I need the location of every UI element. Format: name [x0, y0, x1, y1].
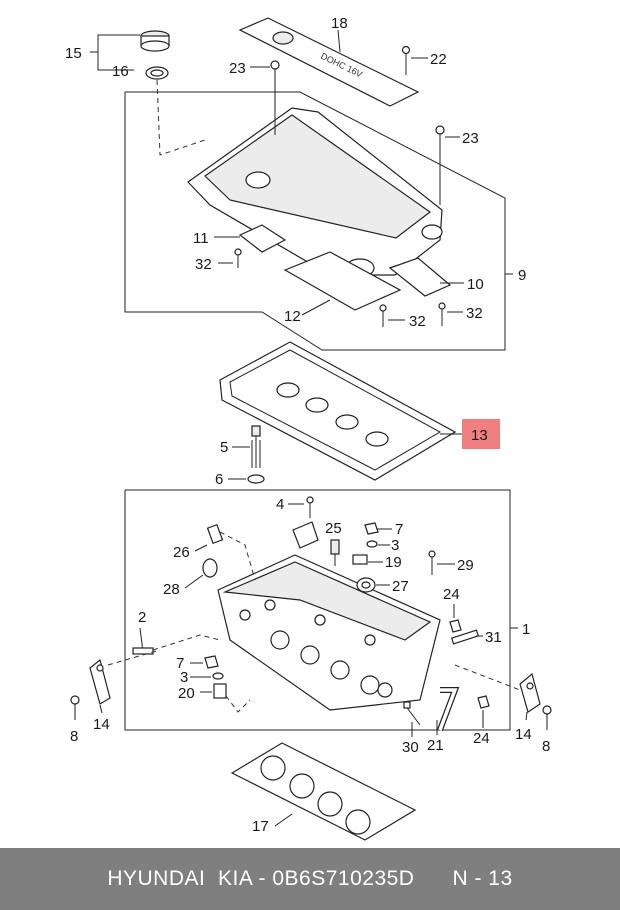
cover-trim-plate: DOHC 16V: [238, 17, 420, 107]
plug-20: [213, 683, 227, 699]
callout-28: 28: [163, 581, 180, 598]
group-9-bracket: [124, 91, 506, 351]
callout-12: 12: [284, 308, 301, 325]
hanger-14-left: [89, 658, 111, 705]
callout-3-top: 3: [391, 537, 399, 554]
water-pipe-21: [437, 687, 460, 732]
parts-diagram: DOHC 16V: [65, 15, 552, 841]
callout-3-left: 3: [180, 669, 188, 686]
callout-5: 5: [220, 439, 228, 456]
bolt-29: [428, 550, 436, 575]
seal-28: [202, 558, 218, 578]
stud-26: [206, 524, 224, 544]
callout-27: 27: [392, 578, 409, 595]
bolt-8-left: [70, 695, 80, 720]
head-gasket: [230, 742, 417, 841]
valve-cover-gasket: [219, 341, 457, 481]
baffle-11: [238, 224, 287, 253]
cover-plate-10: [388, 257, 452, 297]
callout-8-left: 8: [70, 728, 78, 745]
callout-13: 13: [471, 427, 488, 444]
callout-17: 17: [252, 818, 269, 835]
footer-text: HYUNDAI KIA - 0B6S710235D N - 13: [107, 867, 513, 890]
bolt-32-mid: [379, 304, 387, 327]
callout-2: 2: [138, 609, 146, 626]
callout-10: 10: [467, 276, 484, 293]
part-number-footer: HYUNDAI KIA - 0B6S710235D N - 13: [0, 848, 620, 910]
washer-6: [247, 474, 265, 484]
callout-23-right: 23: [462, 130, 479, 147]
callout-30: 30: [402, 739, 419, 756]
nut-24-right: [449, 619, 462, 633]
callout-20: 20: [178, 685, 195, 702]
callout-1: 1: [522, 621, 530, 638]
callout-29: 29: [457, 557, 474, 574]
callout-31: 31: [485, 629, 502, 646]
cylinder-head: [217, 554, 441, 711]
callout-15: 15: [65, 45, 82, 62]
callout-32-left: 32: [195, 256, 212, 273]
oil-filler-cap: [140, 30, 170, 52]
ring-3-left: [212, 672, 224, 680]
callout-22: 22: [430, 51, 447, 68]
callout-6: 6: [215, 471, 223, 488]
plug-19: [352, 554, 368, 565]
stud-2: [132, 627, 154, 655]
callout-7-left: 7: [176, 655, 184, 672]
callout-4: 4: [276, 496, 284, 513]
seal-27: [356, 577, 376, 593]
callout-25: 25: [325, 520, 342, 537]
callout-23-top: 23: [229, 60, 246, 77]
callout-26: 26: [173, 544, 190, 561]
head-bolt-5: [251, 425, 261, 468]
pin-31: [450, 629, 480, 645]
callout-18: 18: [331, 15, 348, 32]
callout-21: 21: [427, 737, 444, 754]
valve-cover: [187, 107, 443, 278]
highlight-13: [462, 419, 500, 449]
callout-7-top: 7: [395, 521, 403, 538]
bolt-4: [306, 496, 314, 518]
oil-separator-plate: [283, 251, 402, 311]
group-1-bracket: [124, 489, 511, 731]
callout-24-lower: 24: [473, 730, 490, 747]
hanger-14-right: [519, 672, 541, 713]
callout-14-left: 14: [93, 716, 110, 733]
nut-7-left: [204, 655, 219, 669]
callout-8-right: 8: [542, 738, 550, 755]
callout-24-right: 24: [443, 586, 460, 603]
callout-32-mid: 32: [409, 313, 426, 330]
callout-16: 16: [112, 63, 129, 80]
bracket-part: [292, 521, 319, 549]
bolt-22: [401, 45, 411, 75]
nut-24-lower: [477, 695, 490, 709]
bolt-30: [403, 701, 421, 726]
sensor-25: [330, 539, 340, 566]
bolt-32-left: [234, 248, 242, 268]
ring-3-top: [366, 540, 378, 548]
bolt-32-right: [438, 302, 446, 326]
callout-14-right: 14: [515, 726, 532, 743]
callout-9: 9: [518, 267, 526, 284]
callout-19: 19: [385, 554, 402, 571]
callout-11: 11: [193, 230, 209, 247]
callout-32-right: 32: [466, 305, 483, 322]
bolt-23-top: [270, 60, 280, 135]
filler-cap-gasket: [145, 66, 169, 80]
nut-7-top: [364, 522, 379, 535]
bolt-8-right: [542, 705, 552, 730]
bolt-23-right: [435, 125, 445, 205]
